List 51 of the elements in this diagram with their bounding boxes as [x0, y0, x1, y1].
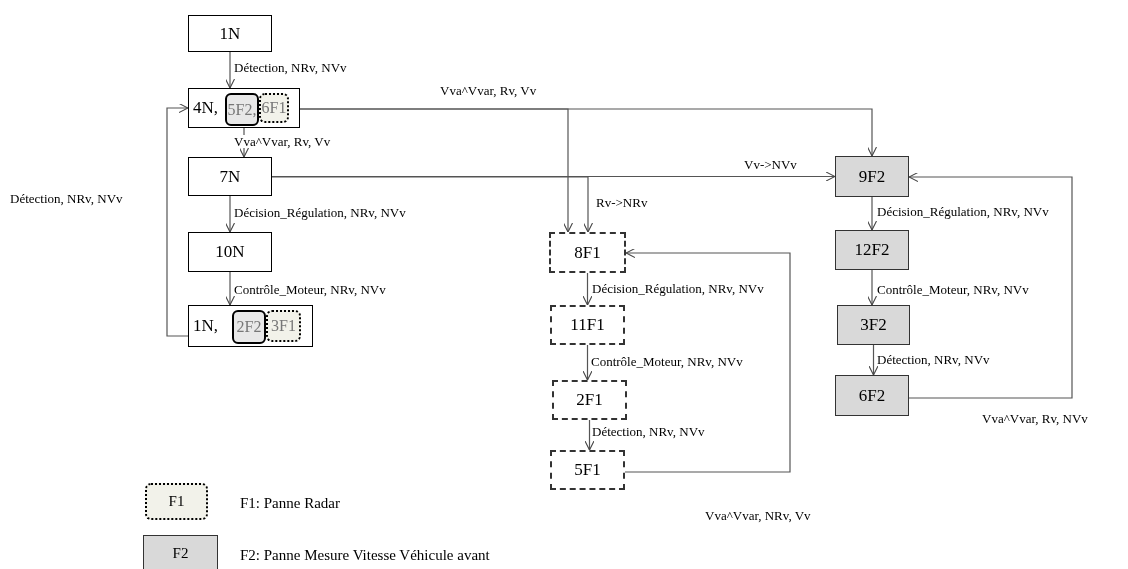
edge-label: Vv->NVv — [744, 158, 797, 171]
fault-state-box: 6F1 — [259, 93, 289, 123]
edge-label: Décision_Régulation, NRv, NVv — [592, 282, 764, 295]
fault-state-box: 5F2, — [225, 93, 259, 126]
arrow — [582, 272, 593, 306]
radar-fault-state-box: 11F1 — [550, 305, 625, 345]
edge-label: Vva^Vvar, Rv, Vv — [234, 135, 331, 148]
edge-label: Contrôle_Moteur, NRv, NVv — [234, 283, 386, 296]
arrow — [908, 171, 1073, 399]
arrow — [224, 271, 236, 306]
arrow — [224, 51, 236, 89]
edge-label: Décision_Régulation, NRv, NVv — [877, 205, 1049, 218]
legend-label: F2: Panne Mesure Vitesse Véhicule avant — [240, 546, 490, 565]
state-box: 1N, 2F2 3F1 — [188, 305, 313, 347]
speed-fault-state-box: 6F2 — [835, 375, 909, 416]
speed-fault-state-box: 12F2 — [835, 230, 909, 270]
edge-label: Rv->NRv — [596, 196, 648, 209]
legend-swatch: F1 — [145, 483, 208, 520]
edge-label: Contrôle_Moteur, NRv, NVv — [591, 355, 743, 368]
edge-label: Détection, NRv, NVv — [234, 61, 347, 74]
fault-state-box: 3F1 — [266, 310, 301, 342]
speed-fault-state-box: 3F2 — [837, 305, 910, 345]
arrow — [582, 344, 593, 381]
arrow — [224, 195, 236, 233]
edge-label: Détection, NRv, NVv — [592, 425, 705, 438]
state-box: 10N — [188, 232, 272, 272]
edge-label: Vva^Vvar, Rv, NVv — [982, 412, 1088, 425]
legend-swatch: F2 — [143, 535, 218, 569]
radar-fault-state-box: 5F1 — [550, 450, 625, 490]
arrow — [868, 344, 879, 376]
arrow — [166, 102, 189, 337]
legend-label: F1: Panne Radar — [240, 494, 340, 513]
arrow — [866, 196, 878, 231]
arrow — [584, 419, 595, 451]
radar-fault-state-box: 8F1 — [549, 232, 626, 273]
edge-label: Vva^Vvar, NRv, Vv — [705, 509, 811, 522]
arrow — [866, 269, 878, 306]
state-box: 7N — [188, 157, 272, 196]
arrow — [271, 176, 594, 233]
state-box: 1N — [188, 15, 272, 52]
state-box: 4N, 5F2, 6F1 — [188, 88, 300, 128]
edge-label: Vva^Vvar, Rv, Vv — [440, 84, 537, 97]
edge-label: Détection, NRv, NVv — [10, 192, 123, 205]
edge-label: Décision_Régulation, NRv, NVv — [234, 206, 406, 219]
edge-label: Contrôle_Moteur, NRv, NVv — [877, 283, 1029, 296]
speed-fault-state-box: 9F2 — [835, 156, 909, 197]
arrow — [624, 247, 791, 473]
radar-fault-state-box: 2F1 — [552, 380, 627, 420]
arrow — [299, 108, 574, 233]
edge-label: Détection, NRv, NVv — [877, 353, 990, 366]
fault-state-box: 2F2 — [232, 310, 266, 344]
